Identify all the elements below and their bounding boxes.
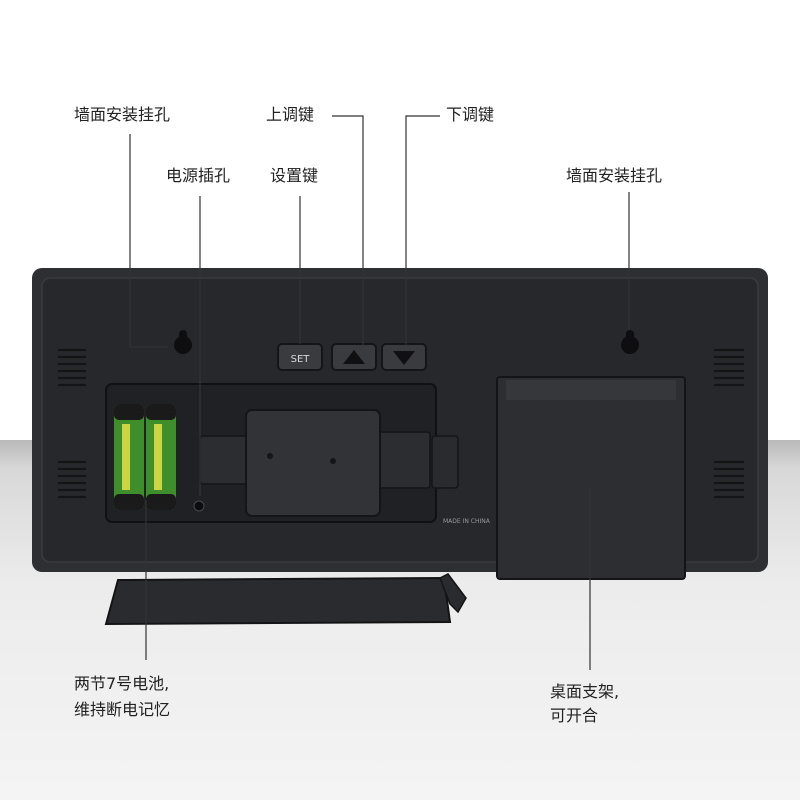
- label-battery-line1: 两节7号电池,: [74, 674, 170, 693]
- label-set-key: 设置键: [270, 166, 319, 185]
- label-stand-line2: 可开合: [550, 706, 599, 725]
- vent-right: [714, 348, 744, 499]
- label-wall-hole-left: 墙面安装挂孔: [74, 105, 171, 124]
- up-button[interactable]: [331, 343, 377, 371]
- wall-hole-right: [621, 330, 639, 354]
- mount-bracket: [199, 409, 459, 517]
- label-stand-line1: 桌面支架,: [550, 682, 620, 701]
- set-button[interactable]: SET: [277, 343, 323, 371]
- desk-stand: [496, 376, 686, 580]
- made-in-text: MADE IN CHINA: [443, 518, 491, 525]
- vent-left: [58, 348, 86, 499]
- annotation-leaders: [129, 115, 630, 670]
- label-battery-line2: 维持断电记忆: [74, 700, 171, 719]
- label-up-key: 上调键: [266, 105, 315, 124]
- power-jack: [193, 500, 205, 512]
- label-wall-hole-right: 墙面安装挂孔: [566, 166, 663, 185]
- label-power-jack: 电源插孔: [166, 166, 231, 185]
- battery-cover: [104, 573, 467, 626]
- battery-2: [146, 404, 176, 510]
- label-down-key: 下调键: [446, 105, 495, 124]
- down-arrow-icon: [393, 351, 415, 365]
- up-arrow-icon: [343, 350, 365, 364]
- set-button-label: SET: [291, 354, 311, 365]
- battery-1: [114, 404, 144, 510]
- down-button[interactable]: [381, 343, 427, 371]
- wall-hole-left: [174, 330, 192, 354]
